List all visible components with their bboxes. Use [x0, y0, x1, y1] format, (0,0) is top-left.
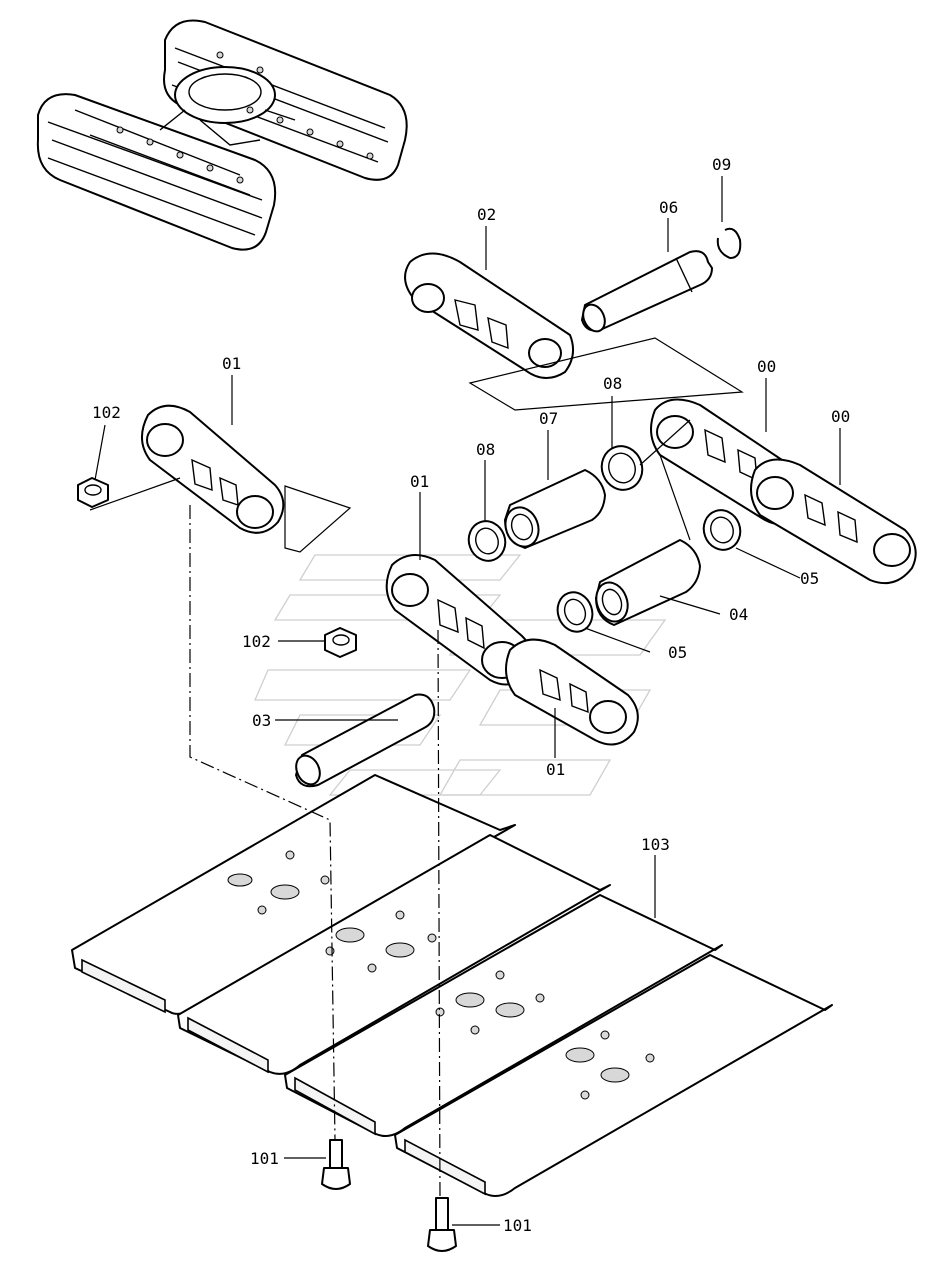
bushing-04	[595, 539, 701, 626]
callout-00-b: 00	[831, 407, 850, 426]
callout-06: 06	[659, 198, 678, 217]
callout-101-left: 101	[250, 1149, 279, 1168]
bolt-101-right	[427, 1197, 457, 1252]
callout-03: 03	[252, 711, 271, 730]
callout-102-top: 102	[92, 403, 121, 422]
bolt-101-left	[321, 1139, 351, 1190]
snap-ring-09	[716, 227, 742, 259]
callout-02: 02	[477, 205, 496, 224]
pin-03	[295, 693, 436, 788]
link-02	[404, 252, 575, 379]
callout-101-right: 101	[503, 1216, 532, 1235]
assembly-plane-left	[284, 485, 352, 553]
callout-103: 103	[641, 835, 670, 854]
seal-05-right	[702, 509, 742, 551]
link-01-top	[141, 404, 285, 534]
callout-01-mid: 01	[410, 472, 429, 491]
leader-lines	[89, 176, 841, 1226]
assembly-plane-upper	[468, 337, 744, 411]
callout-00-a: 00	[757, 357, 776, 376]
callout-04: 04	[729, 605, 748, 624]
link-01-low	[505, 638, 639, 746]
callout-08-left: 08	[476, 440, 495, 459]
callout-01-low: 01	[546, 760, 565, 779]
callout-08-right: 08	[603, 374, 622, 393]
nut-102-top	[77, 477, 109, 508]
seal-08-right	[600, 445, 644, 491]
track-shoe-assembly-103	[71, 774, 833, 1197]
callout-102-mid: 102	[242, 632, 271, 651]
nut-102-mid	[324, 627, 357, 658]
callout-05-right: 05	[800, 569, 819, 588]
pin-06	[581, 250, 713, 333]
callout-09: 09	[712, 155, 731, 174]
callout-05-mid: 05	[668, 643, 687, 662]
seal-08-left	[467, 520, 507, 562]
link-00-b	[750, 458, 917, 584]
seal-05-mid	[556, 591, 594, 633]
callout-07: 07	[539, 409, 558, 428]
excavator-undercarriage-overview	[36, 19, 408, 251]
centerline-left	[189, 505, 336, 1141]
callout-01-top: 01	[222, 354, 241, 373]
bushing-07	[504, 469, 606, 549]
callout-labels: 09 06 02 01 102 00 00 08 07 08 01 05 04 …	[92, 155, 850, 1235]
